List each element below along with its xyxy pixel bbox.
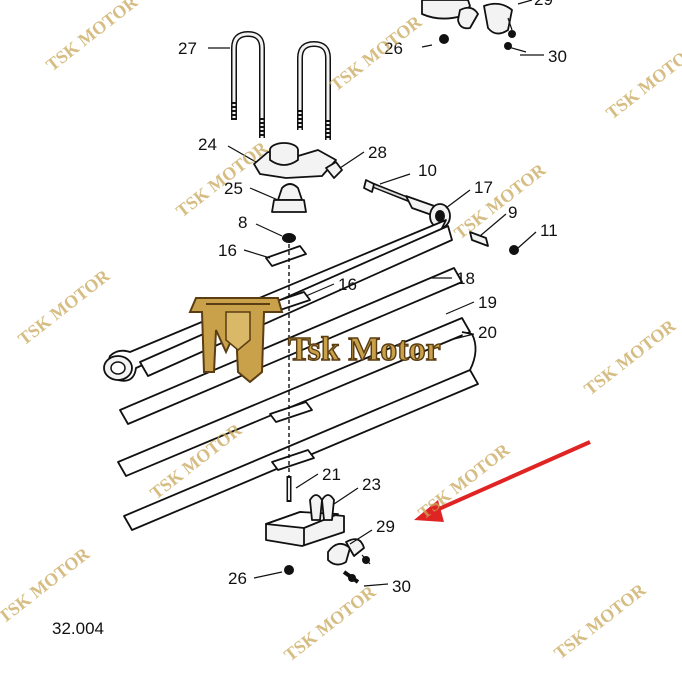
callout-9: 9	[508, 203, 517, 222]
watermark: TSK MOTOR	[326, 11, 426, 95]
clamp-29	[327, 538, 371, 566]
watermark: TSK MOTOR	[280, 581, 380, 665]
callout-26-bottom: 26	[228, 569, 247, 588]
bump-stop-25	[271, 183, 307, 243]
callout-30-top: 30	[548, 47, 567, 66]
callout-16-b: 16	[338, 275, 357, 294]
red-arrow-pointer	[414, 440, 591, 522]
callout-labels: 27 26 30 24 28 10 25 17 9 8 11 16 16 18 …	[52, 39, 567, 638]
logo-text: Tsk Motor	[288, 331, 441, 368]
nut-11	[509, 245, 519, 255]
callout-11: 11	[540, 221, 558, 240]
callout-8: 8	[238, 213, 247, 232]
watermark: TSK MOTOR	[450, 159, 550, 243]
nut-26-bottom	[284, 565, 294, 575]
watermark: TSK MOTOR	[580, 315, 680, 399]
callout-26-top: 26	[384, 39, 403, 58]
callout-17: 17	[474, 178, 493, 197]
watermark: TSK MOTOR	[42, 0, 142, 75]
u-bolts	[231, 31, 331, 140]
callout-27: 27	[178, 39, 197, 58]
watermark: TSK MOTOR	[14, 265, 114, 349]
callout-10: 10	[418, 161, 437, 180]
callout-18: 18	[456, 269, 475, 288]
callout-16-a: 16	[218, 241, 237, 260]
watermark: TSK MOTOR	[0, 543, 94, 627]
callout-29-bottom: 29	[376, 517, 395, 536]
top-clamp-assembly: 29	[421, 0, 553, 56]
callout-19: 19	[478, 293, 497, 312]
reference-code: 32.004	[52, 619, 104, 638]
callout-24: 24	[198, 135, 217, 154]
callout-29-top: 29	[534, 0, 553, 9]
callout-20: 20	[478, 323, 497, 342]
spring-seat-24	[253, 142, 343, 179]
watermark: TSK MOTOR	[550, 579, 650, 663]
watermark: TSK MOTOR	[602, 39, 682, 123]
tsk-motor-logo: Tsk Motor	[188, 297, 441, 384]
callout-21: 21	[322, 465, 341, 484]
bolt-30-bottom	[342, 570, 360, 584]
callout-30-bottom: 30	[392, 577, 411, 596]
watermark: TSK MOTOR	[172, 137, 272, 221]
lower-bracket-23	[265, 494, 345, 547]
callout-25: 25	[224, 179, 243, 198]
leader-lines	[208, 47, 537, 587]
callout-23: 23	[362, 475, 381, 494]
callout-28: 28	[368, 143, 387, 162]
